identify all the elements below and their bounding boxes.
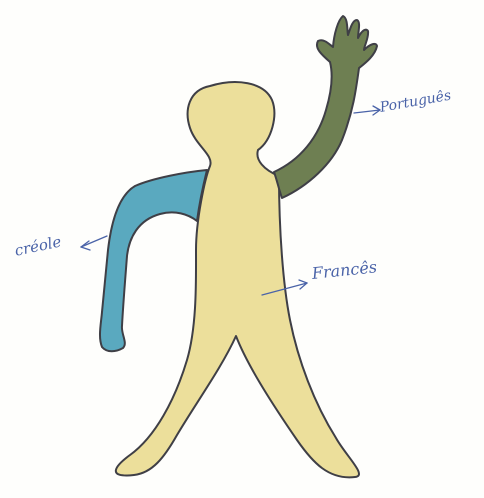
creole-arrow <box>81 236 107 250</box>
portugues-arrow <box>354 106 380 115</box>
left-arm <box>100 170 207 351</box>
right-arm <box>274 16 377 198</box>
